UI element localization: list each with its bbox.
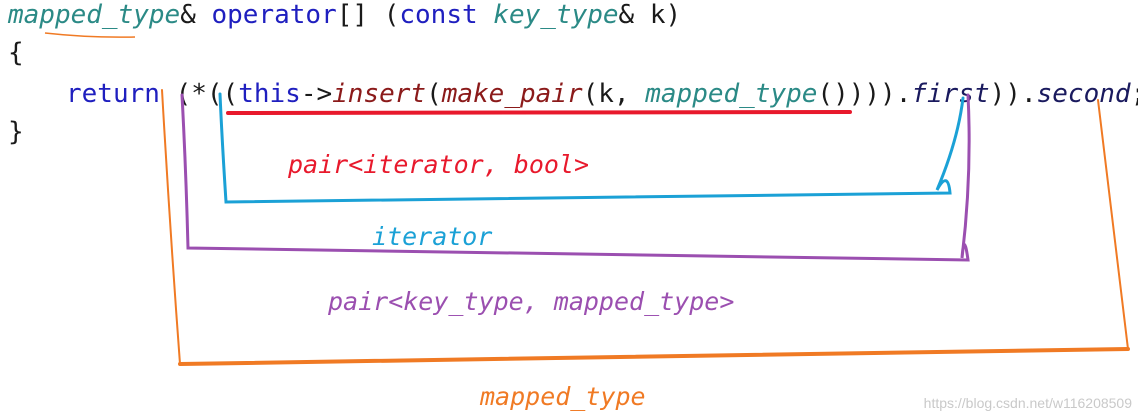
- deref-bracket: [180, 93, 971, 262]
- second-result-label: mapped_type: [480, 382, 646, 411]
- code-token: insert: [332, 79, 427, 109]
- code-token: ;: [1131, 79, 1138, 109]
- signature-line: mapped_type& operator[] (const key_type&…: [8, 0, 681, 30]
- code-token: key_type: [493, 0, 619, 30]
- code-token: )).: [989, 79, 1037, 109]
- code-token: [] (: [336, 0, 400, 30]
- second-bracket-bottom: [178, 347, 1130, 366]
- code-token: const: [399, 0, 478, 30]
- watermark: https://blog.csdn.net/w116208509: [923, 395, 1132, 411]
- code-token: first: [911, 79, 990, 109]
- signature-underline: [44, 32, 136, 38]
- code-token: ->: [300, 79, 333, 109]
- insert-result-label: pair<iterator, bool>: [288, 150, 590, 179]
- return-statement: return (*((this->insert(make_pair(k, map…: [66, 79, 1138, 109]
- first-bracket: [218, 92, 965, 204]
- second-bracket: [161, 89, 1130, 366]
- first-result-label: iterator: [372, 222, 493, 251]
- open-brace: {: [8, 38, 24, 68]
- code-token: ()))): [817, 79, 896, 109]
- code-token: mapped_type: [645, 79, 818, 109]
- code-token: &: [180, 0, 212, 30]
- close-brace: }: [8, 117, 24, 147]
- deref-result-label: pair<key_type, mapped_type>: [328, 287, 735, 316]
- code-token: (*((: [159, 79, 239, 109]
- code-token: (: [426, 79, 442, 109]
- code-token: second: [1036, 79, 1131, 109]
- code-token: this: [238, 79, 301, 109]
- code-token: return: [66, 79, 160, 109]
- code-token: (k,: [582, 79, 646, 109]
- insert-underline: [226, 110, 852, 115]
- code-token: .: [895, 79, 912, 109]
- code-token: mapped_type: [8, 0, 181, 30]
- code-token: & k): [618, 0, 682, 30]
- code-token: operator: [211, 0, 337, 30]
- code-token: make_pair: [441, 79, 583, 109]
